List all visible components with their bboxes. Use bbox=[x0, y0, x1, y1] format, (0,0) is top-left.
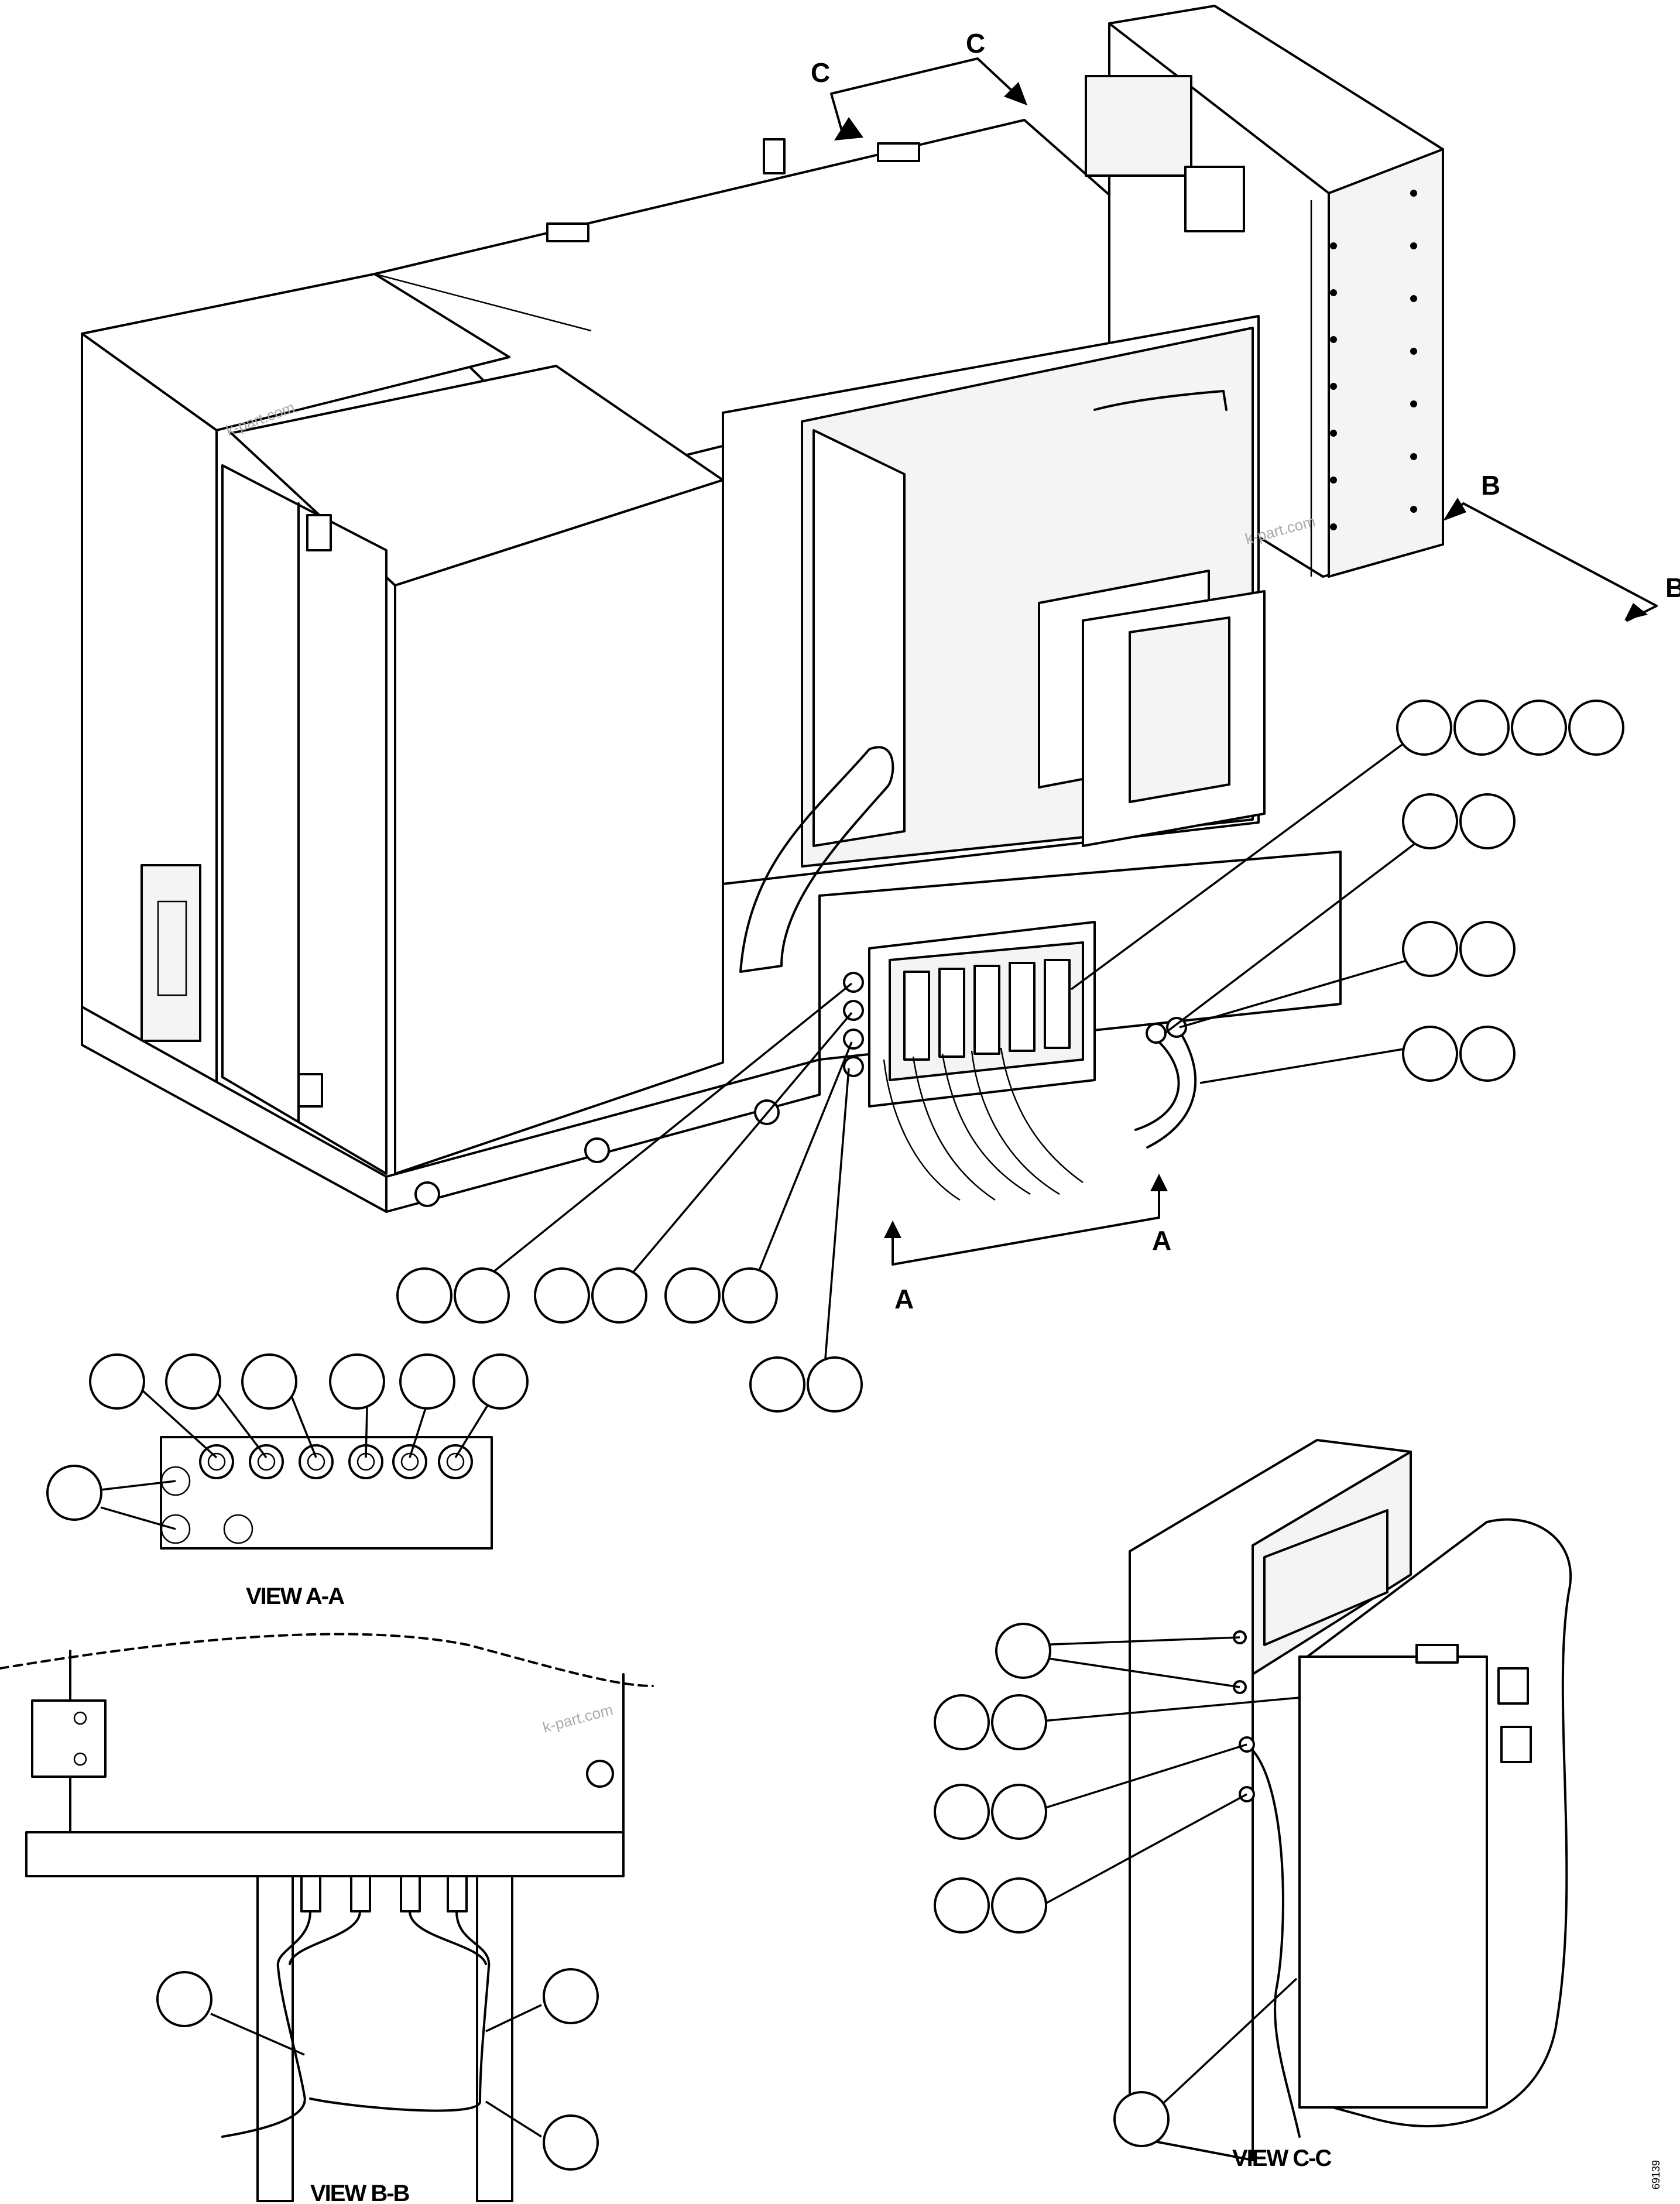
electrical-box-door bbox=[1328, 148, 1444, 578]
support-post bbox=[256, 1875, 294, 2202]
main-leaders bbox=[491, 731, 1432, 1359]
section-label: C bbox=[966, 28, 985, 59]
transformer-c bbox=[1263, 1509, 1388, 1646]
view-caption: VIEW A-A bbox=[246, 1583, 344, 1609]
cable-glands bbox=[199, 1444, 473, 1479]
housing-latch bbox=[1497, 1667, 1529, 1705]
section-label: B bbox=[1481, 470, 1500, 501]
roof-plate bbox=[877, 142, 920, 162]
hinge bbox=[31, 1699, 107, 1778]
mounting-panel bbox=[25, 1831, 625, 1877]
cabinet-latch bbox=[306, 514, 332, 551]
section-b-b-marker: B B bbox=[1443, 470, 1680, 622]
housing-latch bbox=[1500, 1726, 1532, 1763]
section-label: A bbox=[894, 1284, 914, 1314]
ground-cable bbox=[221, 1910, 311, 2138]
window-opening bbox=[1129, 616, 1230, 803]
cabinet-latch bbox=[297, 1073, 323, 1108]
view-caption: VIEW B-B bbox=[310, 2181, 410, 2204]
inner-panel-side bbox=[812, 429, 906, 847]
section-label: A bbox=[1152, 1225, 1171, 1256]
duct-hose bbox=[739, 746, 894, 973]
plug-holes bbox=[160, 1466, 253, 1544]
cabinet-front bbox=[394, 479, 724, 1175]
cabinet-door-left bbox=[221, 464, 388, 1175]
break-line bbox=[0, 1633, 654, 1687]
roof-plate bbox=[546, 222, 589, 242]
housing-plate bbox=[1415, 1644, 1459, 1664]
drawing-code: 69139 bbox=[1650, 2160, 1662, 2189]
lugs bbox=[300, 1875, 468, 1912]
main-assembly bbox=[81, 5, 1444, 1213]
watermark: k-part.com bbox=[541, 1701, 615, 1736]
cable-bundle bbox=[883, 1035, 1197, 1201]
terminal-strips bbox=[903, 959, 1071, 1061]
access-cover bbox=[140, 864, 201, 1042]
view-caption: VIEW C-C bbox=[1232, 2145, 1332, 2171]
transformer-fins bbox=[1184, 166, 1245, 232]
door-bolts bbox=[1330, 190, 1417, 530]
section-label: B bbox=[1665, 573, 1680, 603]
panel-handle bbox=[1093, 390, 1228, 411]
view-c-c: VIEW C-C bbox=[934, 1439, 1572, 2171]
section-a-a-marker: A A bbox=[884, 1174, 1171, 1314]
c-cable bbox=[1252, 1749, 1301, 2138]
section-c-c-marker: C C bbox=[811, 28, 1027, 140]
view-a-a: VIEW A-A bbox=[46, 1353, 529, 1609]
callout-balloons-main bbox=[396, 700, 1624, 1413]
view-b-b: VIEW B-B bbox=[0, 1633, 654, 2204]
roof-bracket bbox=[763, 138, 786, 174]
transformer bbox=[1085, 75, 1192, 177]
section-label: C bbox=[811, 57, 830, 88]
